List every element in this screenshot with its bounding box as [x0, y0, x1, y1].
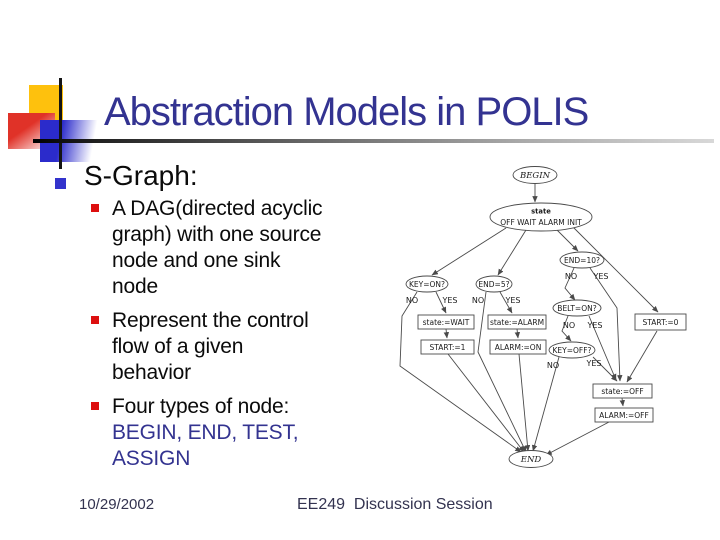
bullet-square-red-icon [91, 204, 99, 212]
list-item: Four types of node: BEGIN, END, TEST, AS… [91, 394, 380, 472]
body-line: Represent the control [112, 309, 309, 332]
diagram-edge-state-to-end-10 [555, 228, 579, 252]
diagram-edge-alarm-off-to-end [545, 421, 610, 456]
svg-text:state:=ALARM: state:=ALARM [490, 318, 544, 327]
diagram-edge-belt-yes-to-off [588, 315, 617, 381]
body-text: A DAG(directed acyclic graph) with one s… [91, 196, 380, 480]
diagram-edge-belt-no-to-key-off [561, 315, 572, 342]
svg-text:KEY=OFF?: KEY=OFF? [552, 346, 591, 355]
diagram-edge-label: YES [586, 321, 602, 330]
diagram-edge-label: YES [592, 272, 608, 281]
diagram-edge-label: NO [563, 321, 575, 330]
svg-text:END: END [520, 455, 542, 465]
svg-text:BELT=ON?: BELT=ON? [557, 304, 596, 313]
diagram-edge-end-10-yes-to-off [589, 267, 623, 382]
page-title: Abstraction Models in POLIS [104, 90, 589, 134]
diagram-node-start-1: START:=1 [420, 339, 475, 355]
list-item: Represent the control flow of a given be… [91, 308, 380, 386]
body-line: Four types of node: [112, 395, 290, 418]
diagram-edge-end-10-no-to-belt [564, 267, 576, 301]
diagram-edge-wait-to-start-1 [443, 328, 450, 339]
svg-text:ALARM:=OFF: ALARM:=OFF [599, 411, 649, 420]
diagram-edge-key-on-yes-to-wait [435, 291, 447, 314]
bullet-square-red-icon [91, 402, 99, 410]
diagram-node-end-10: END=10? [559, 251, 605, 269]
diagram-node-key-on: KEY=ON? [405, 275, 449, 293]
diagram-node-state-off: state:=OFF [592, 383, 653, 399]
diagram-edge-label: YES [504, 296, 520, 305]
diagram-edge-end-5-no-to-end [477, 291, 527, 453]
diagram-edges [399, 184, 659, 456]
diagram-edge-state-to-end-5 [497, 229, 527, 276]
diagram-edge-off-to-alarm-off [619, 397, 625, 407]
svg-text:START:=0: START:=0 [643, 318, 679, 327]
list-item: A DAG(directed acyclic graph) with one s… [91, 196, 380, 300]
diagram-node-begin: BEGIN [512, 166, 558, 184]
body-line: behavior [112, 361, 191, 384]
diagram-edge-start-1-to-end [447, 353, 525, 453]
logo-crosshair-vertical [59, 78, 62, 169]
diagram-edge-key-off-yes-to-off [592, 356, 618, 382]
diagram-node-alarm-on: ALARM:=ON [489, 339, 547, 355]
diagram-node-start-0: START:=0 [634, 313, 687, 331]
footer-session: EE249 Discussion Session [297, 496, 493, 513]
body-line-accent: ASSIGN [112, 447, 191, 470]
svg-text:END=10?: END=10? [564, 256, 600, 265]
svg-text:state: state [531, 208, 551, 216]
diagram-edge-label: NO [547, 361, 559, 370]
diagram-edge-alarm-on-to-end [518, 353, 531, 452]
svg-text:KEY=ON?: KEY=ON? [409, 280, 445, 289]
svg-text:END=5?: END=5? [478, 280, 509, 289]
diagram-node-state-wait: state:=WAIT [417, 314, 475, 330]
svg-text:state:=WAIT: state:=WAIT [423, 318, 470, 327]
diagram-edge-key-off-no-to-end [531, 356, 560, 452]
footer-date: 10/29/2002 [79, 496, 155, 513]
diagram-node-belt-on: BELT=ON? [552, 299, 602, 317]
diagram-edge-state-to-key-on [431, 227, 507, 276]
svg-text:state:=OFF: state:=OFF [601, 387, 643, 396]
diagram-edge-labels: NO YES NO YES NO YES NO YES NO YES [406, 272, 609, 370]
svg-text:OFF WAIT ALARM INIT: OFF WAIT ALARM INIT [500, 218, 582, 227]
body-heading: S-Graph: [84, 160, 198, 191]
title-rule [33, 139, 714, 143]
body-line: node and one sink [112, 249, 281, 272]
diagram-edge-end-5-yes-to-alarm [499, 291, 513, 314]
diagram-edge-label: NO [565, 272, 577, 281]
diagram-edge-label: YES [441, 296, 457, 305]
svg-text:START:=1: START:=1 [430, 343, 466, 352]
diagram-edge-state-to-start-0 [572, 226, 659, 313]
diagram-node-end-5: END=5? [475, 275, 513, 293]
body-line: flow of a given [112, 335, 244, 358]
diagram-edge-label: NO [406, 296, 418, 305]
diagram-node-state-alarm: state:=ALARM [487, 314, 547, 330]
diagram-node-end: END [508, 450, 554, 468]
diagram-edge-label: YES [585, 359, 601, 368]
body-line-accent: BEGIN, END, TEST, [112, 421, 299, 444]
diagram-node-key-off: KEY=OFF? [548, 341, 596, 359]
body-line: graph) with one source [112, 223, 322, 246]
diagram-edge-key-on-no-to-end [399, 291, 522, 453]
bullet-square-red-icon [91, 316, 99, 324]
svg-text:ALARM:=ON: ALARM:=ON [495, 343, 542, 352]
body-line: node [112, 275, 158, 298]
diagram-node-alarm-off: ALARM:=OFF [594, 407, 654, 423]
diagram-edge-label: NO [472, 296, 484, 305]
bullet-square-blue-icon [55, 178, 66, 189]
diagram-edge-start-0-to-off [626, 330, 658, 383]
body-line: A DAG(directed acyclic [112, 197, 323, 220]
diagram-edge-alarm-to-alarm-on [514, 328, 521, 339]
svg-text:BEGIN: BEGIN [519, 171, 551, 181]
